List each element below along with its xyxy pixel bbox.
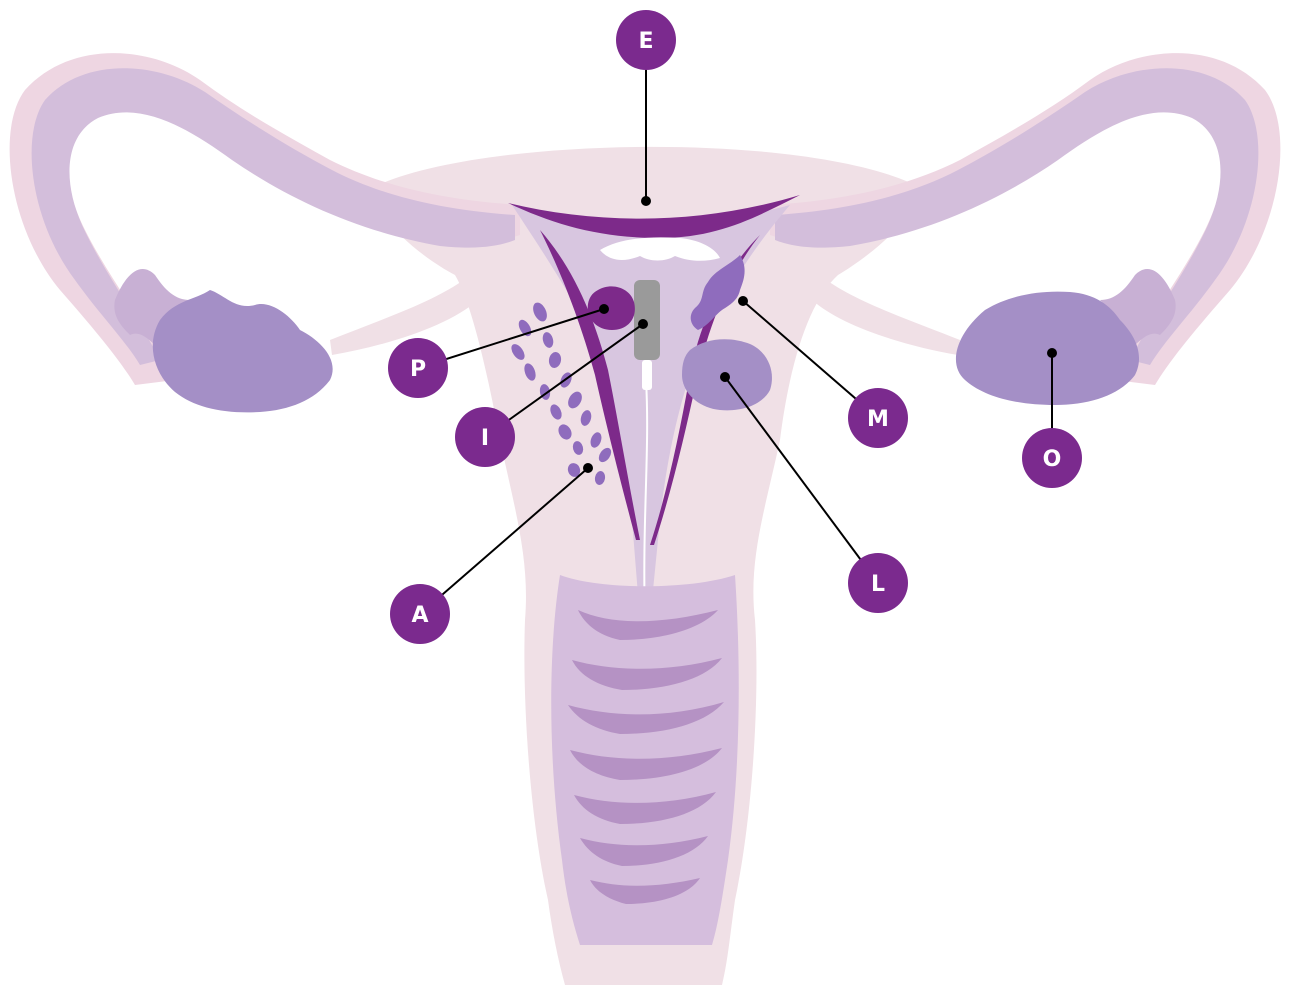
label-marker-i: I bbox=[455, 407, 515, 467]
iud-tail bbox=[642, 360, 652, 390]
leader-dot-i bbox=[638, 319, 648, 329]
leader-dot-p bbox=[599, 304, 609, 314]
leader-dot-e bbox=[641, 196, 651, 206]
right-ovarian-ligament bbox=[812, 275, 960, 355]
label-p-text: P bbox=[410, 357, 426, 382]
leader-dot-l bbox=[720, 372, 730, 382]
polyp-mass bbox=[588, 286, 635, 330]
leader-dot-m bbox=[738, 296, 748, 306]
left-ovary bbox=[153, 290, 333, 412]
iud-stem bbox=[634, 280, 660, 360]
label-l-text: L bbox=[871, 572, 885, 597]
label-o-text: O bbox=[1043, 447, 1062, 472]
label-marker-a: A bbox=[390, 584, 450, 644]
label-i-text: I bbox=[481, 426, 489, 451]
leader-dot-o bbox=[1047, 348, 1057, 358]
label-a-text: A bbox=[411, 603, 428, 628]
vagina bbox=[551, 575, 739, 945]
label-marker-p: P bbox=[388, 338, 448, 398]
label-marker-o: O bbox=[1022, 428, 1082, 488]
label-marker-m: M bbox=[848, 388, 908, 448]
label-m-text: M bbox=[867, 407, 889, 432]
label-marker-l: L bbox=[848, 553, 908, 613]
label-e-text: E bbox=[638, 29, 653, 54]
leader-dot-a bbox=[583, 463, 593, 473]
label-marker-e: E bbox=[616, 10, 676, 70]
